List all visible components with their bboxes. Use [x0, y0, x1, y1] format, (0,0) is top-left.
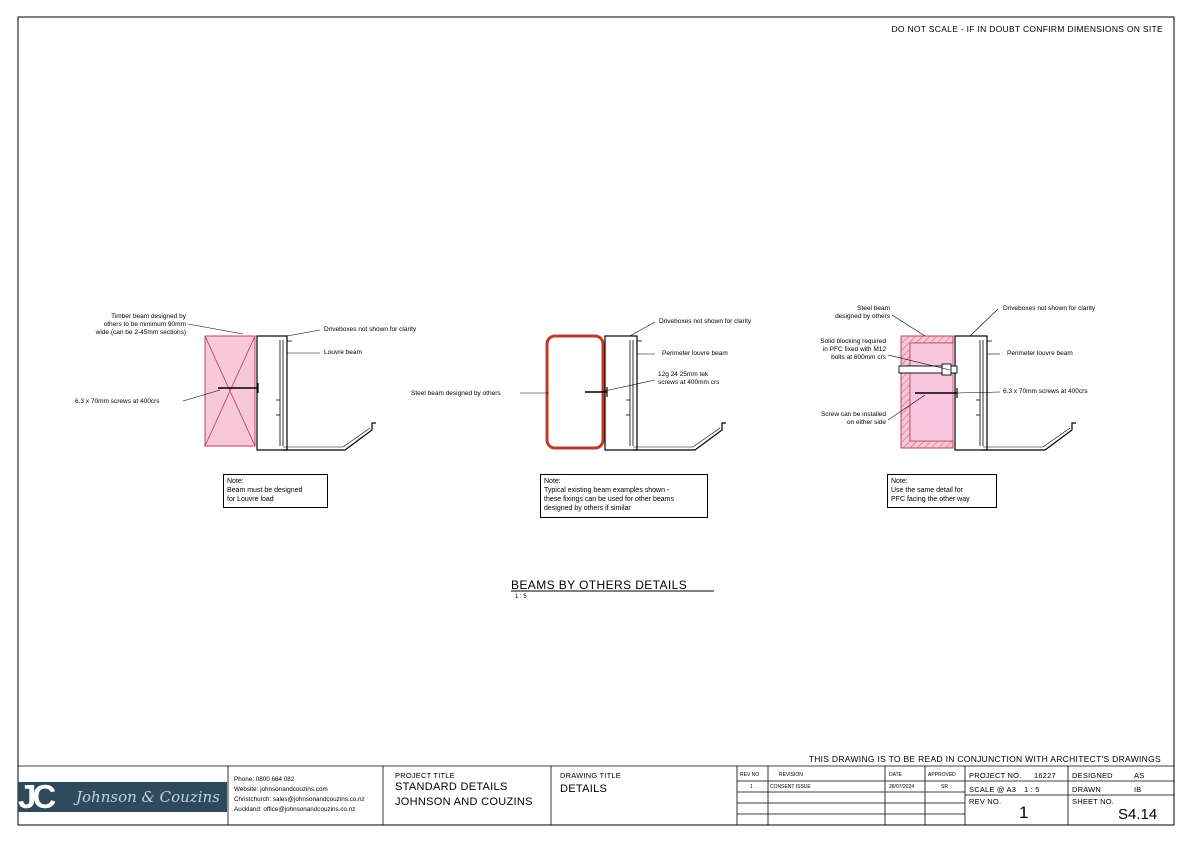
detail-right-drawing	[887, 308, 1076, 451]
label-solid-blocking: Solid blocking required in PFC fixed wit…	[820, 338, 886, 361]
contact-details: Phone: 0800 664 082 Website: johnsonandc…	[234, 775, 365, 815]
rev-header-revno: REV NO	[740, 772, 760, 778]
note-right: Note: Use the same detail for PFC facing…	[887, 474, 997, 508]
label-louvre-beam: Louvre beam	[324, 349, 362, 356]
logo-name: Johnson & Couzins	[76, 788, 220, 806]
contact-website: Website: johnsonandcouzins.com	[234, 786, 328, 793]
logo-initials: JC	[18, 778, 56, 815]
label-screw-side: Screw can be installed on either side	[820, 411, 886, 426]
note-left: Note: Beam must be designed for Louvre l…	[223, 474, 328, 508]
detail-middle-drawing	[520, 321, 726, 451]
drawn: IB	[1134, 785, 1142, 794]
label-perimeter-louvre-beam: Perimeter louvre beam	[1007, 350, 1073, 357]
perimeter-louvre-beam-profile	[604, 335, 638, 451]
detail-title: BEAMS BY OTHERS DETAILS	[511, 578, 688, 592]
note-middle: Note: Typical existing beam examples sho…	[540, 474, 708, 518]
rev-header-date: DATE	[889, 772, 902, 778]
project-title-label: PROJECT TITLE	[395, 771, 455, 780]
sheet-border	[17, 16, 1175, 826]
scale-value: 1 : 5	[1024, 785, 1040, 794]
drawing-title-label: DRAWING TITLE	[560, 771, 621, 780]
rev-no: 1	[1019, 803, 1029, 822]
gutter-profile	[633, 422, 726, 451]
conjunction-note: THIS DRAWING IS TO BE READ IN CONJUNCTIO…	[808, 754, 1161, 764]
project-no-label: PROJECT NO.	[969, 771, 1022, 780]
title-block-lines	[18, 765, 1174, 825]
contact-auckland: Auckland: office@johnsonandcouzins.co.nz	[234, 806, 356, 813]
project-title-line-1: STANDARD DETAILS	[395, 781, 508, 793]
project-title-line-2: JOHNSON AND COUZINS	[395, 796, 533, 808]
rev-header-revision: REVISION	[779, 772, 803, 778]
label-screws: 6.3 x 70mm screws at 400crs	[75, 398, 160, 405]
scale-label: SCALE @ A3	[969, 785, 1017, 794]
m12-bolt	[898, 365, 958, 374]
designed: AS	[1134, 771, 1145, 780]
label-steel-beam: Steel beam designed by others	[835, 305, 890, 320]
louvre-beam-profile	[256, 335, 288, 451]
label-perimeter-louvre-beam: Perimeter louvre beam	[662, 350, 728, 357]
gutter-profile	[983, 422, 1076, 451]
detail-left-drawing	[182, 323, 376, 451]
contact-phone: Phone: 0800 664 082	[234, 776, 295, 783]
label-screws: 12g 24 25mm tek screws at 400mm crs	[658, 371, 720, 386]
label-steel-beam: Steel beam designed by others	[411, 390, 501, 397]
contact-christchurch: Christchurch: sales@johnsonandcouzins.co…	[234, 796, 365, 803]
rev-row-revision: CONSENT ISSUE	[770, 784, 811, 790]
rev-no-label: REV NO.	[969, 797, 1002, 806]
drawn-label: DRAWN	[1072, 785, 1102, 794]
gutter-profile	[283, 422, 376, 451]
scale-warning: DO NOT SCALE - IF IN DOUBT CONFIRM DIMEN…	[891, 24, 1163, 34]
rev-row-revno: 1	[750, 784, 753, 790]
rev-row-date: 28/07/2024	[889, 784, 915, 790]
rev-row-approved: SR	[941, 784, 948, 790]
detail-scale: 1 : 5	[515, 594, 527, 600]
project-no: 16227	[1034, 771, 1056, 780]
rev-header-approved: APPROVED	[928, 772, 956, 778]
label-timber-beam: Timber beam designed by others to be min…	[95, 313, 186, 336]
label-screws: 6.3 x 70mm screws at 400crs	[1003, 388, 1088, 395]
label-driveboxes: Driveboxes not shown for clarity	[324, 326, 417, 333]
sheet-no: S4.14	[1118, 806, 1158, 823]
drawing-title: DETAILS	[560, 783, 608, 795]
label-driveboxes: Driveboxes not shown for clarity	[659, 318, 752, 325]
solid-blocking	[909, 342, 954, 442]
company-logo: JC Johnson & Couzins	[18, 778, 227, 815]
sheet-no-label: SHEET NO.	[1072, 797, 1115, 806]
designed-label: DESIGNED	[1072, 771, 1113, 780]
label-driveboxes: Driveboxes not shown for clarity	[1003, 305, 1096, 312]
